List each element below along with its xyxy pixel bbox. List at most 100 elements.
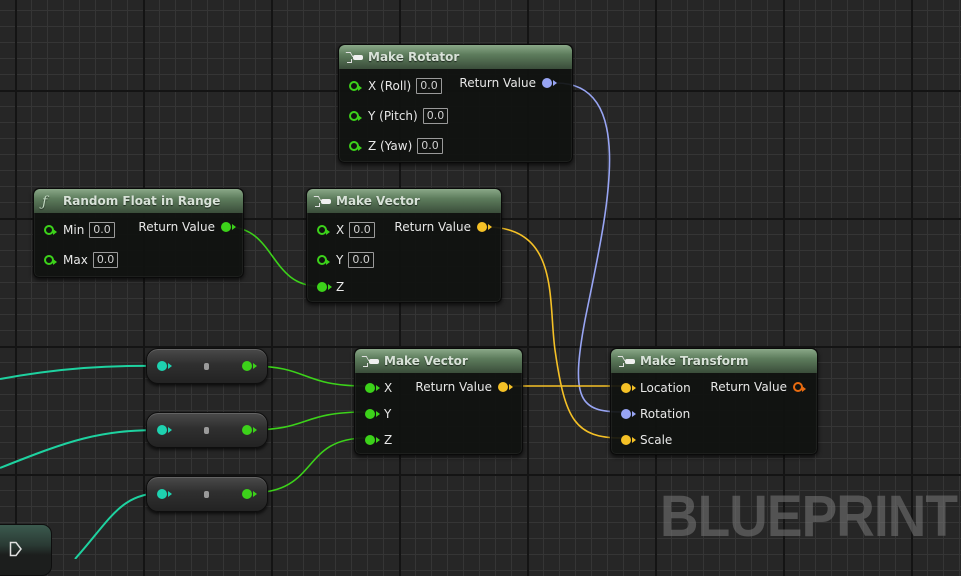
float-pin-icon[interactable] (44, 225, 57, 235)
pin-label: Z (384, 433, 393, 447)
float-output-pin-icon[interactable] (242, 489, 257, 499)
node-make-vector-top[interactable]: Make Vector X 0.0 Y 0.0 Z Return Value (306, 188, 502, 303)
node-title: Make Vector (384, 354, 468, 368)
transform-pin-icon[interactable] (793, 382, 806, 392)
function-icon: ƒ (42, 194, 48, 210)
vector-pin-icon[interactable] (477, 222, 492, 232)
value-field-min[interactable]: 0.0 (89, 222, 115, 238)
node-make-vector-bottom[interactable]: Make Vector X Y Z Return Value (354, 348, 523, 455)
float-pin-icon[interactable] (365, 409, 380, 419)
value-field-y[interactable]: 0.0 (348, 252, 374, 268)
value-field-x[interactable]: 0.0 (349, 222, 375, 238)
pin-row-return: Return Value (394, 220, 492, 234)
pin-label: Min (63, 223, 85, 237)
pin-label: Return Value (394, 220, 471, 234)
pin-row-return: Return Value (415, 380, 513, 394)
pin-row-min: Min 0.0 (44, 222, 115, 238)
rotator-pin-icon[interactable] (542, 78, 557, 88)
node-header[interactable]: Make Vector (307, 189, 501, 213)
float-pin-icon[interactable] (44, 255, 57, 265)
value-field-y[interactable]: 0.0 (422, 108, 449, 124)
node-make-transform[interactable]: Make Transform Location Rotation Scale R… (610, 348, 818, 455)
wildcard-input-pin-icon[interactable] (157, 425, 172, 435)
float-pin-icon[interactable] (317, 255, 330, 265)
pin-row-z: Z (317, 280, 344, 294)
pin-row-x: X (365, 381, 392, 395)
pin-label: Return Value (138, 220, 215, 234)
reroute-node-2[interactable] (146, 412, 268, 448)
reroute-node-3[interactable] (146, 476, 268, 512)
pin-row-max: Max 0.0 (44, 252, 119, 268)
node-title: Make Rotator (368, 50, 460, 64)
pin-label: Location (640, 381, 691, 395)
pin-row-y: Y (365, 407, 391, 421)
vector-pin-icon[interactable] (621, 383, 636, 393)
value-field-max[interactable]: 0.0 (92, 252, 119, 268)
pure-function-icon (363, 354, 379, 368)
pin-row-location: Location (621, 381, 691, 395)
node-title: Make Vector (336, 194, 420, 208)
float-pin-icon[interactable] (365, 435, 380, 445)
pin-row-return: Return Value (459, 76, 557, 90)
pin-row-z: Z (365, 433, 392, 447)
node-title: Random Float in Range (63, 194, 221, 208)
pin-row-y-pitch: Y (Pitch) 0.0 (349, 108, 449, 124)
pure-function-icon (315, 194, 331, 208)
pin-label: Scale (640, 433, 673, 447)
value-field-x[interactable]: 0.0 (416, 78, 442, 94)
pin-row-scale: Scale (621, 433, 672, 447)
pin-row-return: Return Value (710, 380, 806, 394)
pin-label: X (336, 223, 345, 237)
wildcard-input-pin-icon[interactable] (157, 361, 172, 371)
value-field-z[interactable]: 0.0 (417, 138, 443, 154)
pin-label: Return Value (415, 380, 492, 394)
pin-row-x: X 0.0 (317, 222, 375, 238)
pure-function-icon (619, 354, 635, 368)
reroute-handle-icon (204, 363, 209, 370)
pin-label: Y (Pitch) (368, 109, 418, 123)
pin-row-return: Return Value (138, 220, 236, 234)
float-output-pin-icon[interactable] (242, 361, 257, 371)
node-header[interactable]: Make Transform (611, 349, 817, 373)
node-header[interactable]: ƒ Random Float in Range (34, 189, 243, 213)
pin-label: Y (384, 407, 392, 421)
float-pin-icon[interactable] (349, 141, 362, 151)
float-pin-icon[interactable] (349, 111, 362, 121)
reroute-handle-icon (204, 491, 209, 498)
blueprint-watermark: BLUEPRINT (660, 484, 958, 549)
node-title: Make Transform (640, 354, 749, 368)
pin-row-rotation: Rotation (621, 407, 690, 421)
float-output-pin-icon[interactable] (242, 425, 257, 435)
node-make-rotator[interactable]: Make Rotator X (Roll) 0.0 Y (Pitch) 0.0 … (338, 44, 573, 163)
pin-label: X (384, 381, 393, 395)
pin-label: Y (336, 253, 344, 267)
pin-label: Z (Yaw) (368, 139, 413, 153)
wildcard-input-pin-icon[interactable] (157, 489, 172, 499)
node-header[interactable]: Make Rotator (339, 45, 572, 69)
pin-row-z-yaw: Z (Yaw) 0.0 (349, 138, 443, 154)
pure-function-icon (347, 50, 363, 64)
rotator-pin-icon[interactable] (621, 409, 636, 419)
pin-row-y: Y 0.0 (317, 252, 374, 268)
pin-label: Return Value (459, 76, 536, 90)
wire-teal-1 (0, 364, 161, 380)
float-pin-icon[interactable] (349, 81, 362, 91)
float-pin-icon[interactable] (365, 383, 380, 393)
pin-label: Z (336, 280, 345, 294)
node-header[interactable]: Make Vector (355, 349, 522, 373)
pin-label: Rotation (640, 407, 691, 421)
reroute-handle-icon (204, 427, 209, 434)
vector-pin-icon[interactable] (621, 435, 636, 445)
partial-event-node[interactable] (0, 524, 52, 576)
node-random-float-in-range[interactable]: ƒ Random Float in Range Min 0.0 Max 0.0 … (33, 188, 244, 278)
pin-row-x-roll: X (Roll) 0.0 (349, 78, 442, 94)
wire-teal-2 (0, 429, 161, 469)
float-pin-icon[interactable] (221, 222, 236, 232)
float-pin-icon[interactable] (317, 282, 332, 292)
pin-label: Max (63, 253, 88, 267)
reroute-node-1[interactable] (146, 348, 268, 384)
vector-pin-icon[interactable] (498, 382, 513, 392)
pin-label: X (Roll) (368, 79, 412, 93)
pin-label: Return Value (710, 380, 787, 394)
float-pin-icon[interactable] (317, 225, 330, 235)
